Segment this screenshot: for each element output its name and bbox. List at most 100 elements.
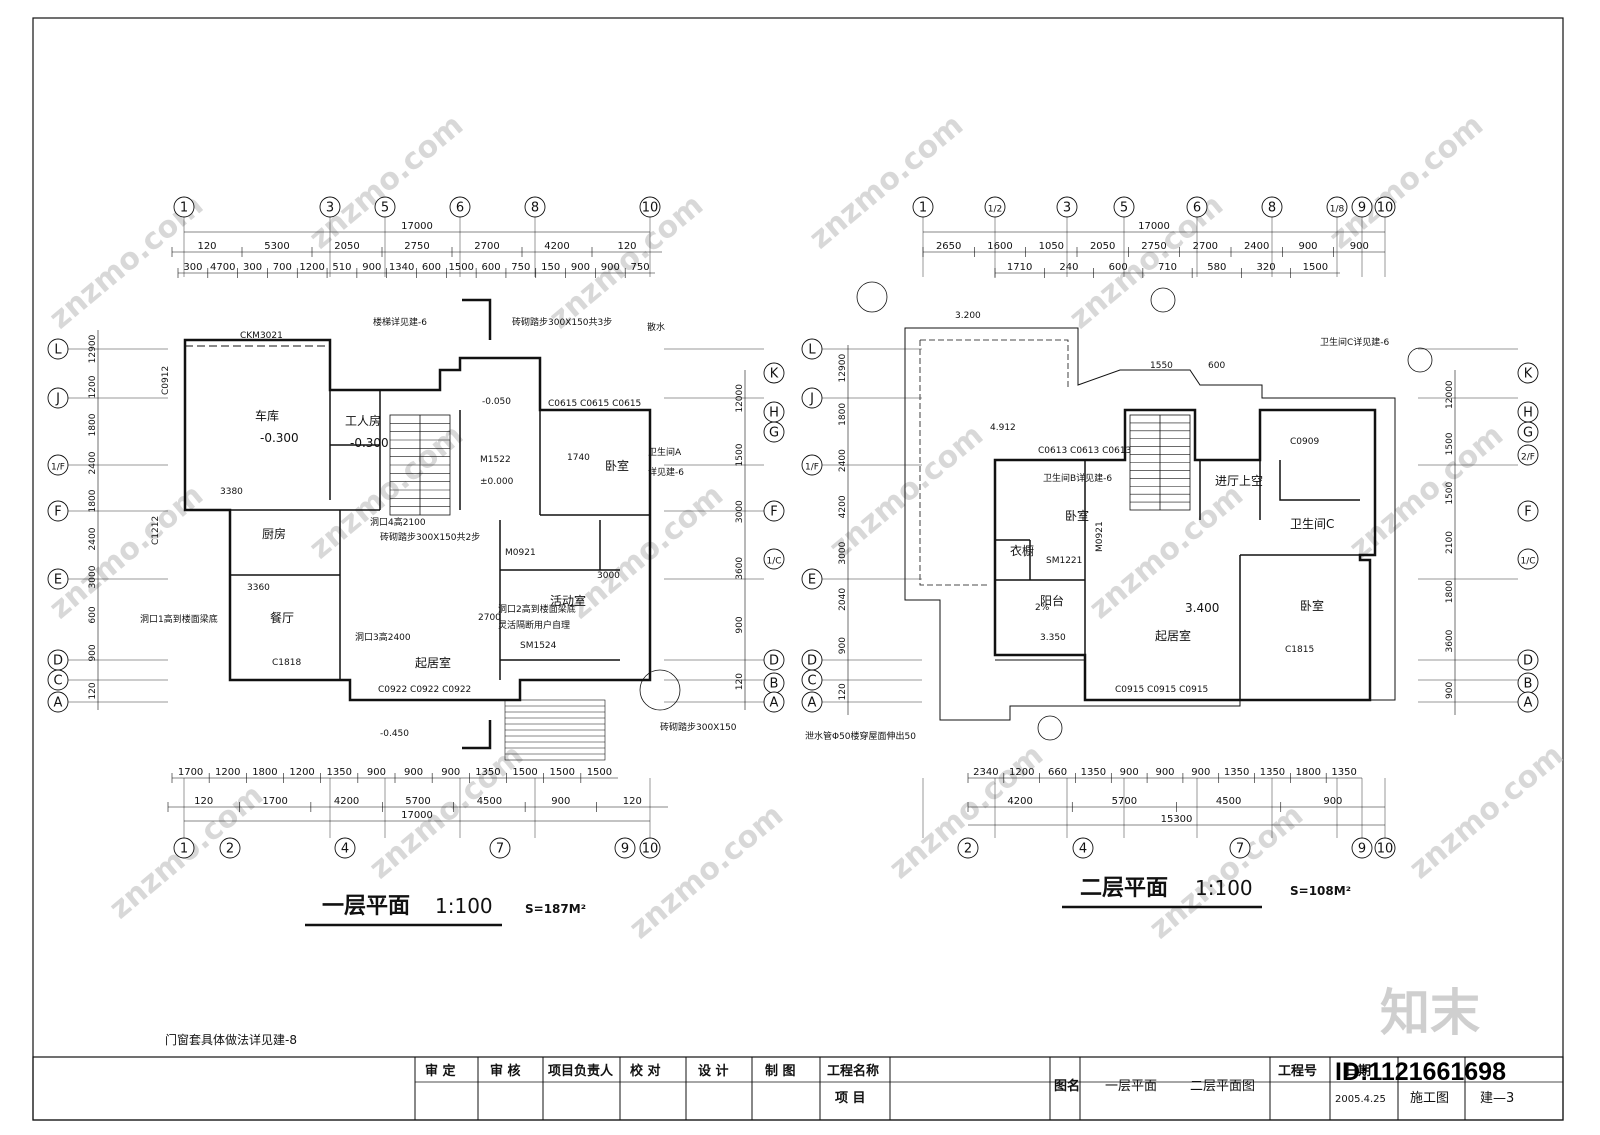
dimension-value: 900 [362,262,381,273]
axis-bubble: 1/2 [984,196,1006,218]
dimension-value: 1500 [735,443,745,466]
axis-bubble: J [47,387,69,409]
plan-scale: 1:100 [1195,876,1253,900]
axis-bubble: F [47,500,69,522]
dim-top-total: 17000 [184,221,650,233]
axis-label: 1/C [1520,557,1535,567]
axis-bubble: 10 [1374,837,1396,859]
dimension-value: 2050 [1090,241,1115,252]
axis-label: H [1523,406,1533,421]
dimension-value: 12900 [838,354,848,383]
axis-bubble: 1/F [47,454,69,476]
dimension-value: 600 [422,262,441,273]
axis-label: 9 [1358,842,1366,857]
plan-note: 洞口3高2400 [355,631,411,643]
dimension-value: 120 [617,241,636,252]
plan-note: 楼梯详见建-6 [373,316,427,328]
plan-note: C0615 C0615 C0615 [548,399,641,409]
dimension-value: 120 [197,241,216,252]
plan-note: 3000 [597,571,620,581]
dimension-value: 120 [88,682,98,699]
dimension-value: 120 [735,673,745,690]
axis-bubble: H [763,401,785,423]
tb-project-name: 工程名称 [827,1063,879,1079]
axis-bubble: 10 [1374,196,1396,218]
plan-note: C0613 C0613 C0613 [1038,446,1131,456]
dimension-value: 900 [1120,767,1139,778]
axis-label: J [55,392,60,407]
axis-bubble: F [763,500,785,522]
plan-note: 3380 [220,487,243,497]
axis-bubble: G [763,421,785,443]
dim-top-total: 17000 [923,221,1385,233]
axis-label: 2/F [1521,453,1535,463]
dimension-value: 1350 [1260,767,1285,778]
axis-bubble: A [763,691,785,713]
plan-note: 3360 [247,583,270,593]
tb-project-no: 工程号 [1278,1064,1317,1079]
axis-label: F [1524,505,1531,520]
dimension-value: 700 [273,262,292,273]
axis-label: 9 [1358,201,1366,216]
axis-bubble: C [47,669,69,691]
dimension-value: 1700 [178,767,203,778]
axis-label: 6 [456,201,464,216]
dimension-value: 1340 [389,262,414,273]
plan-note: 散水 [647,321,665,333]
dimension-value: 900 [1191,767,1210,778]
axis-label: E [808,573,816,588]
dimension-value: 5300 [264,241,289,252]
axis-grid [822,217,1518,838]
dimension-value: 900 [735,616,745,633]
plan-scale: 1:100 [435,894,493,918]
axis-label: D [1523,654,1533,669]
axis-bubble: 1 [912,196,934,218]
watermark-text: znzmo.com [1323,108,1490,256]
dimension-value: 12000 [735,384,745,413]
plan-note: 4.912 [990,423,1016,433]
detail-callout [1407,347,1433,373]
watermark-text: znzmo.com [1343,418,1510,566]
dimension-value: 3000 [735,500,745,523]
axis-bubble: A [1517,691,1539,713]
dimension-value: 2050 [334,241,359,252]
tb-sheet-no: 建—3 [1480,1091,1514,1106]
tb-date: 2005.4.25 [1335,1094,1386,1105]
plan-note: 1740 [567,453,590,463]
axis-bubble: J [801,387,823,409]
room-label: 阳台 [1040,593,1064,608]
dim-bottom-total: 17000 [184,810,650,822]
dimension-value: 900 [1323,796,1342,807]
watermark-text: znzmo.com [803,108,970,256]
section-mark [462,720,492,750]
watermark-text: znzmo.com [543,188,710,336]
watermark-text: znzmo.com [1403,738,1570,886]
dimension-value: 2040 [838,588,848,611]
axis-label: 10 [642,842,659,857]
axis-bubble: H [1517,401,1539,423]
interior-wall [185,390,650,680]
dimension-value: 1200 [289,767,314,778]
dimension-value: 1500 [1445,432,1455,455]
dimension-value: 900 [551,796,570,807]
axis-label: A [54,696,63,711]
dimension-value: 900 [1350,241,1369,252]
dimension-value: 1500 [587,767,612,778]
axis-bubble: A [47,691,69,713]
second-floor-plan [822,217,1518,838]
dimension-value: 1350 [1224,767,1249,778]
tb-header: 校 对 [630,1063,661,1079]
axis-bubble: 9 [1351,196,1373,218]
plan-note: C1818 [272,658,301,668]
axis-label: F [54,505,61,520]
axis-bubble: 9 [1351,837,1373,859]
axis-label: L [54,343,62,358]
room-label: 起居室 [1155,628,1191,643]
stair-treads [390,423,450,507]
plan-note: 泄水管Φ50楼穿屋面伸出50 [805,730,916,742]
